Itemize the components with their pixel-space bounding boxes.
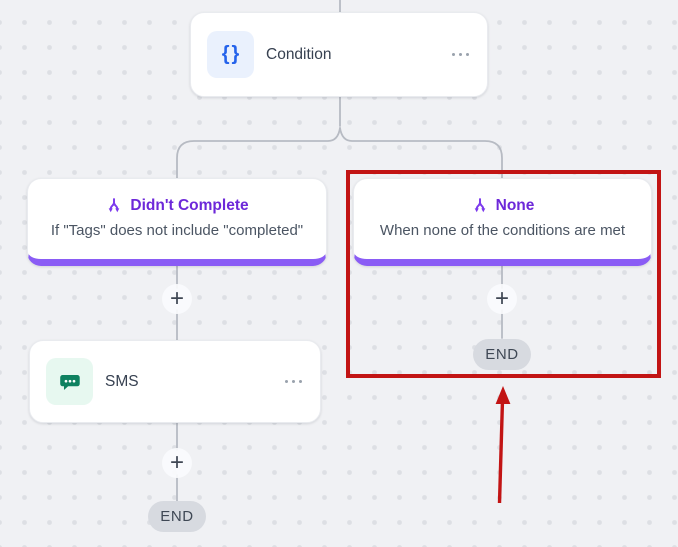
end-label: END — [160, 508, 194, 525]
branch-split-icon — [109, 198, 120, 213]
sms-more-options-icon[interactable] — [285, 376, 302, 387]
node-sms[interactable]: SMS — [29, 340, 321, 423]
branch-split-icon — [474, 198, 485, 213]
end-badge: END — [148, 501, 206, 532]
branch-subtitle: When none of the conditions are met — [379, 222, 626, 239]
condition-title: Condition — [266, 45, 332, 63]
condition-more-options-icon[interactable] — [452, 49, 469, 60]
add-step-button[interactable]: + — [162, 284, 192, 314]
node-condition[interactable]: {} Condition — [190, 12, 488, 97]
sms-chat-icon — [46, 358, 93, 405]
plus-icon: + — [494, 285, 509, 312]
braces-glyph: {} — [221, 43, 242, 65]
end-label: END — [485, 346, 519, 363]
branch-card-none[interactable]: None When none of the conditions are met — [353, 178, 652, 266]
plus-icon: + — [169, 285, 184, 312]
plus-icon: + — [169, 449, 184, 476]
end-badge: END — [473, 339, 531, 370]
branch-title: None — [495, 196, 535, 214]
branch-title: Didn't Complete — [130, 196, 249, 214]
add-step-button[interactable]: + — [162, 448, 192, 478]
branch-subtitle: If "Tags" does not include "completed" — [50, 222, 304, 239]
branch-card-didnt-complete[interactable]: Didn't Complete If "Tags" does not inclu… — [27, 178, 327, 266]
condition-braces-icon: {} — [207, 31, 254, 78]
add-step-button[interactable]: + — [487, 284, 517, 314]
sms-title: SMS — [105, 372, 139, 390]
